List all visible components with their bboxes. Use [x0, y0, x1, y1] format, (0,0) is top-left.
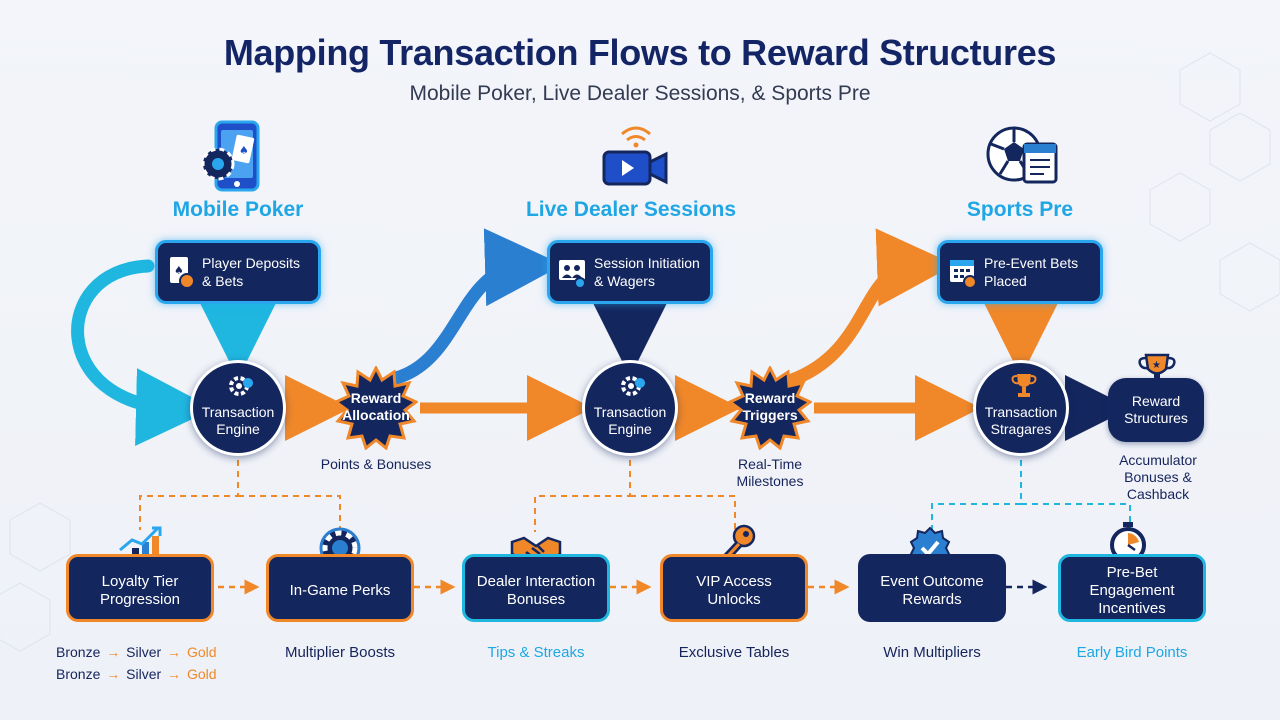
tier-arrow: →	[167, 666, 182, 682]
outcome-label: Dealer Interaction Bonuses	[476, 573, 596, 608]
section-title-mobile-poker: Mobile Poker	[172, 198, 304, 221]
caption-win-multipliers: Win Multipliers	[883, 644, 981, 661]
mobile-poker-icon: ♠	[198, 118, 278, 194]
burst1-to-live-arrow	[389, 228, 563, 385]
outcome-dealer-interaction[interactable]: Dealer Interaction Bonuses	[462, 554, 610, 622]
tier-progression-line: Bronze → Silver → Gold	[56, 666, 217, 682]
caption-exclusive-tables: Exclusive Tables	[678, 644, 790, 661]
svg-text:♠: ♠	[174, 264, 184, 277]
outcome-pre-bet-incentives[interactable]: Pre-Bet Engagement Incentives	[1058, 554, 1206, 622]
engine-label: Transaction Engine	[593, 404, 667, 437]
burst-label: Reward Allocation	[342, 390, 410, 423]
section-title-sports-pre: Sports Pre	[966, 198, 1074, 221]
engine-label: Transaction Stragares	[984, 404, 1058, 437]
outcome-in-game-perks[interactable]: In-Game Perks	[266, 554, 414, 622]
deposit-card-icon: ♠	[166, 255, 196, 289]
live-session-icon	[558, 255, 588, 289]
tier-bronze: Bronze	[56, 644, 101, 660]
gear-icon	[226, 371, 256, 401]
engine-label: Transaction Engine	[201, 404, 275, 437]
source-label: Session Initiation & Wagers	[594, 255, 700, 289]
outcome-label: Pre-Bet Engagement Incentives	[1089, 564, 1175, 617]
caption-multiplier-boosts: Multiplier Boosts	[284, 644, 396, 661]
gear-icon	[618, 371, 648, 401]
engine3-branch-dash	[931, 460, 1022, 530]
outcome-event-rewards[interactable]: Event Outcome Rewards	[858, 554, 1006, 622]
tier-gold: Gold	[186, 644, 217, 660]
transaction-engine-3[interactable]: Transaction Stragares	[973, 360, 1069, 456]
burst-shape	[728, 366, 812, 450]
transaction-engine-2[interactable]: Transaction Engine	[582, 360, 678, 456]
reward-allocation-burst[interactable]: Reward Allocation	[334, 366, 418, 450]
svg-text:★: ★	[1152, 360, 1161, 371]
source-label: Pre-Event Bets Placed	[984, 255, 1079, 289]
outcome-label: Loyalty Tier Progression	[99, 573, 181, 608]
burst-caption-milestones: Real-Time Milestones	[736, 456, 804, 489]
video-camera-icon	[596, 120, 676, 196]
section-title-live-dealer: Live Dealer Sessions	[525, 198, 737, 221]
reward-triggers-burst[interactable]: Reward Triggers	[728, 366, 812, 450]
outcome-label: Event Outcome Rewards	[880, 573, 984, 608]
page-title: Mapping Transaction Flows to Reward Stru…	[223, 32, 1057, 73]
soccer-ball-icon	[984, 122, 1064, 198]
poker-loop-arrow	[71, 259, 214, 447]
trophy-icon	[1009, 371, 1039, 401]
tier-progression-line: Bronze → Silver → Gold	[56, 644, 217, 660]
burst-shape	[334, 366, 418, 450]
burst-label: Reward Triggers	[742, 390, 798, 423]
engine2-branch-dash	[534, 460, 631, 532]
svg-text:♠: ♠	[239, 144, 249, 157]
source-session-initiation[interactable]: Session Initiation & Wagers	[547, 240, 713, 304]
reward-structures-label: Reward Structures	[1124, 393, 1188, 426]
reward-structures-node[interactable]: Reward Structures	[1108, 378, 1204, 442]
burst2-to-sports-arrow	[785, 228, 955, 387]
calendar-icon	[948, 255, 978, 289]
source-pre-event-bets[interactable]: Pre-Event Bets Placed	[937, 240, 1103, 304]
tier-arrow: →	[167, 644, 182, 660]
tier-arrow: →	[106, 644, 121, 660]
tier-gold: Gold	[186, 666, 217, 682]
outcome-vip-access[interactable]: VIP Access Unlocks	[660, 554, 808, 622]
caption-early-bird-points: Early Bird Points	[1076, 644, 1188, 661]
hex-decoration	[0, 52, 1280, 652]
outcome-loyalty-tier[interactable]: Loyalty Tier Progression	[66, 554, 214, 622]
reward-structures-caption: Accumulator Bonuses & Cashback	[1119, 452, 1197, 502]
tier-arrow: →	[106, 666, 121, 682]
page-subtitle: Mobile Poker, Live Dealer Sessions, & Sp…	[409, 82, 871, 105]
engine1-branch-dash	[139, 460, 239, 530]
tier-bronze: Bronze	[56, 666, 101, 682]
outcome-label: VIP Access Unlocks	[696, 573, 772, 608]
transaction-engine-1[interactable]: Transaction Engine	[190, 360, 286, 456]
burst-caption-points: Points & Bonuses	[320, 456, 432, 472]
tier-silver: Silver	[126, 644, 162, 660]
outcome-label: In-Game Perks	[289, 582, 391, 599]
tier-silver: Silver	[126, 666, 162, 682]
source-label: Player Deposits & Bets	[202, 255, 301, 289]
caption-tips-streaks: Tips & Streaks	[487, 644, 585, 661]
source-player-deposits[interactable]: ♠ Player Deposits & Bets	[155, 240, 321, 304]
